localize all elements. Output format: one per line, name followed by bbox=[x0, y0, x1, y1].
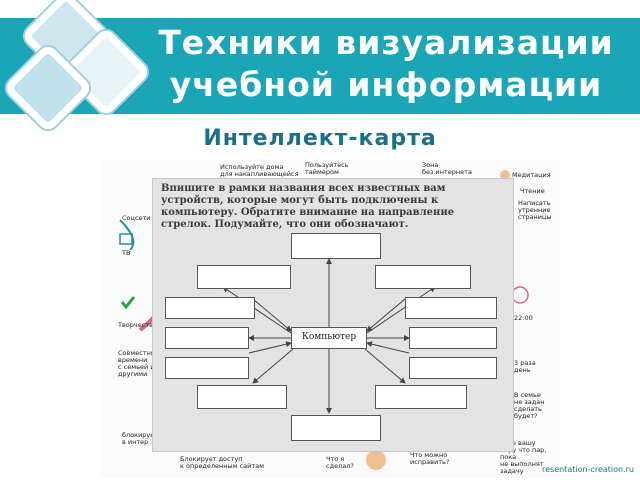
title-line-1: Техники визуализации bbox=[158, 23, 614, 62]
worksheet-arrows bbox=[222, 258, 436, 414]
worksheet-empty-box[interactable] bbox=[409, 357, 497, 379]
mindmap-label: Чтение bbox=[520, 187, 545, 195]
worksheet-overlay: Впишите в рамки названия всех известных … bbox=[152, 178, 514, 452]
worksheet-empty-box[interactable] bbox=[291, 233, 381, 259]
mindmap-label: ТВ bbox=[122, 249, 131, 257]
mindmap-label: Что можно исправить? bbox=[410, 451, 450, 466]
worksheet-empty-box[interactable] bbox=[197, 385, 287, 409]
worksheet-instruction: Впишите в рамки названия всех известных … bbox=[161, 183, 455, 230]
mindmap-label: Зона без интернета bbox=[422, 161, 472, 176]
mindmap-label: 22:00 bbox=[514, 314, 533, 322]
person-face-icon bbox=[366, 450, 386, 470]
worksheet-empty-box[interactable] bbox=[405, 297, 497, 319]
worksheet-empty-box[interactable] bbox=[165, 297, 255, 319]
mindmap-label: Блокирует доступ к определенным сайтам bbox=[180, 455, 265, 470]
worksheet-center-box: Компьютер bbox=[291, 327, 367, 349]
footer-watermark: resentation-creation.ru bbox=[541, 465, 634, 474]
worksheet-empty-box[interactable] bbox=[375, 385, 467, 409]
worksheet-empty-box[interactable] bbox=[291, 415, 381, 441]
mindmap-label: Соцсети bbox=[122, 214, 151, 222]
mindmap-label: Используйте дома для накапливающейся bbox=[220, 163, 299, 178]
mindmap-label: 3 раза день bbox=[514, 359, 536, 374]
worksheet-empty-box[interactable] bbox=[197, 265, 291, 289]
mindmap-label: Что я сделал? bbox=[326, 455, 354, 470]
mindmap-label: Написать утренние страницы bbox=[518, 199, 552, 221]
worksheet-empty-box[interactable] bbox=[165, 327, 249, 349]
slide-subtitle: Интеллект-карта bbox=[203, 126, 437, 151]
title-line-2: учебной информации bbox=[169, 65, 603, 104]
mindmap-label: Пользуйтесь таймером bbox=[305, 161, 349, 176]
mindmap-label: Медитация bbox=[512, 171, 551, 179]
check-icon bbox=[120, 296, 136, 310]
worksheet-empty-box[interactable] bbox=[409, 327, 497, 349]
slide-title: Техники визуализации учебной информации bbox=[132, 22, 640, 106]
avatar-icon bbox=[500, 170, 510, 180]
mindmap-label: В семье не задан сделать будет? bbox=[514, 391, 545, 420]
worksheet-empty-box[interactable] bbox=[165, 357, 249, 379]
clock-icon bbox=[511, 286, 529, 304]
mindmap-label: Творчество bbox=[118, 321, 157, 329]
worksheet-empty-box[interactable] bbox=[375, 265, 471, 289]
